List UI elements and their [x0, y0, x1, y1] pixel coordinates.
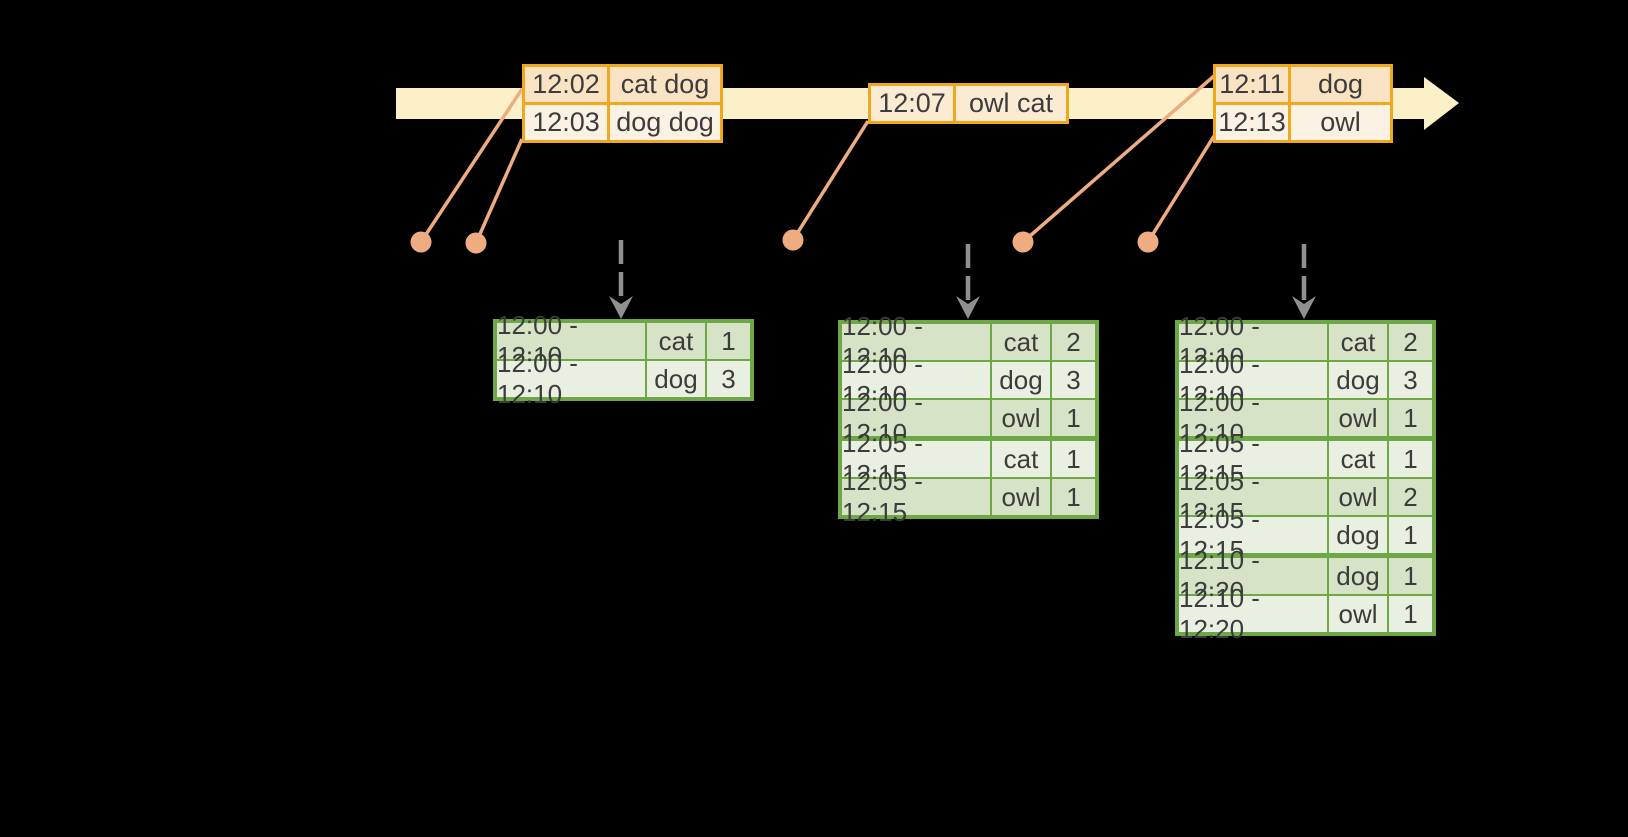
event-dot-1211 — [1012, 231, 1034, 253]
word-cell: cat — [647, 323, 705, 359]
word-cell: owl — [1329, 596, 1387, 632]
count-cell: 1 — [1052, 441, 1095, 477]
trigger-arrowhead-icon-3 — [1292, 296, 1316, 319]
table-row: 12:11 dog — [1216, 67, 1390, 102]
time-cell: 12:11 — [1216, 67, 1288, 102]
word-cell: owl — [992, 479, 1050, 515]
words-cell: dog — [1291, 67, 1390, 102]
window-cell: 12:00 - 12:10 — [1179, 387, 1327, 448]
table-row: 12:00 - 12:10 dog 3 — [497, 348, 750, 409]
count-cell: 3 — [1052, 362, 1095, 398]
event-table-1211: 12:11 dog 12:13 owl — [1213, 64, 1393, 143]
time-cell: 12:13 — [1216, 105, 1288, 140]
window-cell: 12:05 - 12:15 — [842, 466, 990, 527]
count-cell: 1 — [1052, 479, 1095, 515]
word-cell: cat — [992, 441, 1050, 477]
count-cell: 2 — [1389, 324, 1432, 360]
window-cell: 12:00 - 12:10 — [842, 349, 990, 410]
result-table-1: 12:00 - 12:10 cat 1 12:00 - 12:10 dog 3 — [493, 310, 754, 409]
window-cell: 12:00 - 12:10 — [842, 311, 990, 372]
word-cell: owl — [992, 400, 1050, 436]
connector-line-1207 — [791, 120, 870, 241]
count-cell: 1 — [1389, 596, 1432, 632]
table-row: 12:10 - 12:20 owl 1 — [1179, 583, 1432, 644]
connector-line-1211 — [1021, 74, 1216, 244]
words-cell: cat dog — [610, 67, 720, 102]
word-cell: dog — [1329, 362, 1387, 398]
event-dot-1207 — [782, 229, 804, 251]
result-table-2: 12:00 - 12:10 cat 2 12:00 - 12:10 dog 3 … — [838, 311, 1099, 527]
word-cell: dog — [1329, 558, 1387, 594]
window-cell: 12:00 - 12:10 — [497, 310, 645, 371]
count-cell: 1 — [1389, 517, 1432, 553]
event-table-1207: 12:07 owl cat — [868, 83, 1069, 124]
event-table-1202: 12:02 cat dog 12:03 dog dog — [522, 64, 723, 143]
table-row: 12:02 cat dog — [525, 67, 720, 102]
table-row: 12:07 owl cat — [871, 86, 1066, 121]
word-cell: cat — [1329, 441, 1387, 477]
count-cell: 2 — [1389, 479, 1432, 515]
words-cell: dog dog — [610, 105, 720, 140]
window-cell: 12:05 - 12:15 — [1179, 466, 1327, 527]
word-cell: cat — [1329, 324, 1387, 360]
count-cell: 2 — [1052, 324, 1095, 360]
trigger-arrowhead-icon-2 — [956, 296, 980, 319]
count-cell: 1 — [1389, 441, 1432, 477]
table-row: 12:00 - 12:10 cat 1 — [497, 310, 750, 371]
word-cell: owl — [1329, 479, 1387, 515]
count-cell: 1 — [1052, 400, 1095, 436]
table-row: 12:05 - 12:15 owl 1 — [842, 466, 1095, 527]
time-cell: 12:02 — [525, 67, 607, 102]
table-row: 12:00 - 12:10 dog 3 — [842, 349, 1095, 410]
word-cell: owl — [1329, 400, 1387, 436]
event-dot-1203 — [465, 232, 487, 254]
count-cell: 3 — [707, 361, 750, 397]
count-cell: 3 — [1389, 362, 1432, 398]
trigger-arrowhead-icon-1 — [609, 296, 633, 319]
time-cell: 12:03 — [525, 105, 607, 140]
words-cell: owl — [1291, 105, 1390, 140]
event-dot-1202 — [410, 231, 432, 253]
table-row: 12:05 - 12:15 cat 1 — [1179, 428, 1432, 489]
connector-line-1213 — [1146, 135, 1216, 243]
window-cell: 12:00 - 12:10 — [842, 387, 990, 448]
timeline-arrowhead-icon — [1424, 77, 1459, 130]
connector-line-1202 — [419, 88, 524, 243]
table-row: 12:00 - 12:10 owl 1 — [1179, 387, 1432, 448]
table-row: 12:05 - 12:15 owl 2 — [1179, 466, 1432, 527]
word-cell: dog — [647, 361, 705, 397]
connector-line-1203 — [474, 138, 524, 244]
time-cell: 12:07 — [871, 86, 953, 121]
words-cell: owl cat — [956, 86, 1066, 121]
table-row: 12:05 - 12:15 dog 1 — [1179, 504, 1432, 565]
table-row: 12:13 owl — [1216, 105, 1390, 140]
table-row: 12:10 - 12:20 dog 1 — [1179, 545, 1432, 606]
window-cell: 12:10 - 12:20 — [1179, 545, 1327, 606]
event-dot-1213 — [1137, 231, 1159, 253]
count-cell: 1 — [707, 323, 750, 359]
window-cell: 12:00 - 12:10 — [497, 348, 645, 409]
word-cell: dog — [992, 362, 1050, 398]
result-table-3: 12:00 - 12:10 cat 2 12:00 - 12:10 dog 3 … — [1175, 311, 1436, 644]
table-row: 12:00 - 12:10 cat 2 — [842, 311, 1095, 372]
window-cell: 12:10 - 12:20 — [1179, 583, 1327, 644]
table-row: 12:00 - 12:10 dog 3 — [1179, 349, 1432, 410]
table-row: 12:00 - 12:10 owl 1 — [842, 387, 1095, 448]
count-cell: 1 — [1389, 558, 1432, 594]
count-cell: 1 — [1389, 400, 1432, 436]
word-cell: dog — [1329, 517, 1387, 553]
table-row: 12:03 dog dog — [525, 105, 720, 140]
word-cell: cat — [992, 324, 1050, 360]
